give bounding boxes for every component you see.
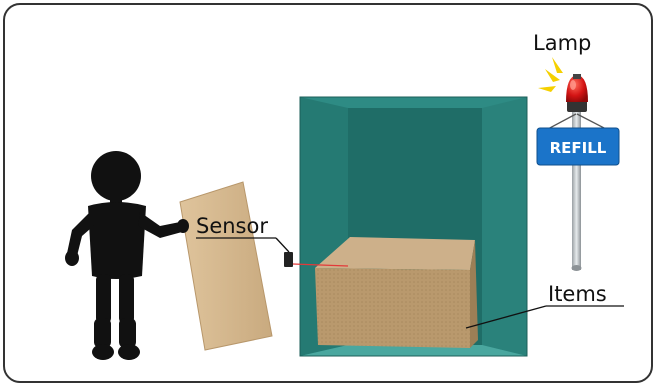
items-box xyxy=(315,237,478,348)
lamp-label: Lamp xyxy=(533,31,591,55)
items-label: Items xyxy=(548,282,607,306)
sensor-label: Sensor xyxy=(196,214,268,238)
refill-sign: REFILL xyxy=(537,128,619,165)
sensor-device xyxy=(284,252,293,267)
refill-sign-text: REFILL xyxy=(550,139,607,157)
